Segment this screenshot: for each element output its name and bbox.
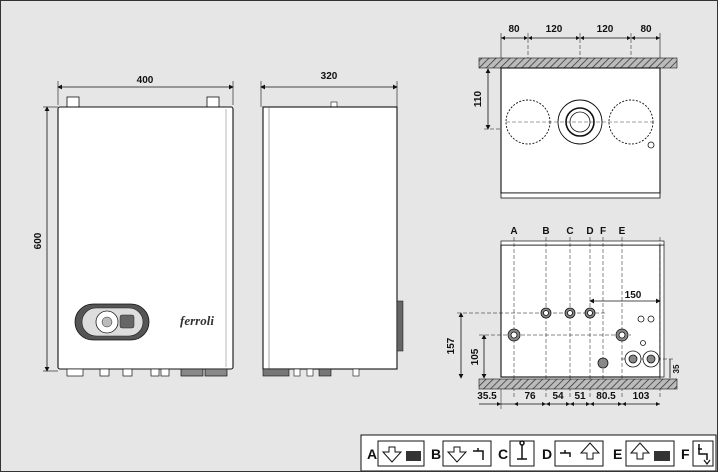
legend-letter-d: D [542,446,552,462]
bottom-dim-76: 76 [524,391,536,402]
front-bottom-fittings [66,368,228,377]
connection-legend: A B C D E [360,434,717,471]
connection-label-c: C [566,226,573,237]
bottom-dim-54: 54 [552,391,564,402]
bottom-dim-51: 51 [574,391,586,402]
front-width-label: 400 [137,75,154,86]
connection-label-e: E [619,226,626,237]
bottom-wall-hatch [478,378,678,390]
legend-letter-b: B [431,446,441,462]
top-dim-4: 80 [640,24,652,35]
heating-flow-icon [377,440,425,467]
top-dim-2: 120 [546,24,563,35]
bottom-dim-80-5: 80.5 [596,391,616,402]
legend-letter-c: C [498,446,508,462]
top-wall-hatch [478,57,678,69]
bottom-dim-157: 157 [446,337,457,354]
top-height-label: 110 [473,90,484,107]
bottom-view: A B C D F E 150 157 105 [446,226,681,409]
legend-letter-e: E [613,446,622,462]
bottom-dim-105: 105 [470,348,481,365]
gas-inlet-icon [509,440,535,467]
top-dim-1: 80 [508,24,520,35]
connection-label-f: F [600,226,606,237]
bottom-dim-35: 35 [672,364,681,373]
connection-label-d: D [586,226,593,237]
connection-label-a: A [510,226,517,237]
side-view: 320 [260,71,404,377]
safety-valve-drain-icon [692,440,714,467]
bottom-dim-103: 103 [633,391,650,402]
front-view: 400 600 ferroli [33,75,234,377]
connection-f-fitting [597,357,609,369]
top-view: 80 120 120 80 110 [473,24,678,199]
top-dim-3: 120 [597,24,614,35]
connection-label-b: B [542,226,549,237]
side-depth-label: 320 [321,71,338,82]
boiler-side-casing [262,106,398,370]
legend-letter-a: A [367,446,377,462]
boiler-front-casing [57,106,234,370]
cold-water-inlet-icon [554,440,604,467]
heating-return-icon [625,440,675,467]
bottom-connections [507,307,660,369]
brand-logo: ferroli [180,313,214,328]
legend-letter-f: F [681,446,690,462]
wall-bracket-right [206,96,220,108]
bottom-dim-35-5: 35.5 [477,391,497,402]
dhw-outlet-icon [442,440,492,467]
control-panel [74,303,150,341]
bottom-dim-150: 150 [625,290,642,301]
side-bottom-fittings [262,368,360,377]
front-height-label: 600 [33,232,44,249]
wall-bracket-left [66,96,80,108]
